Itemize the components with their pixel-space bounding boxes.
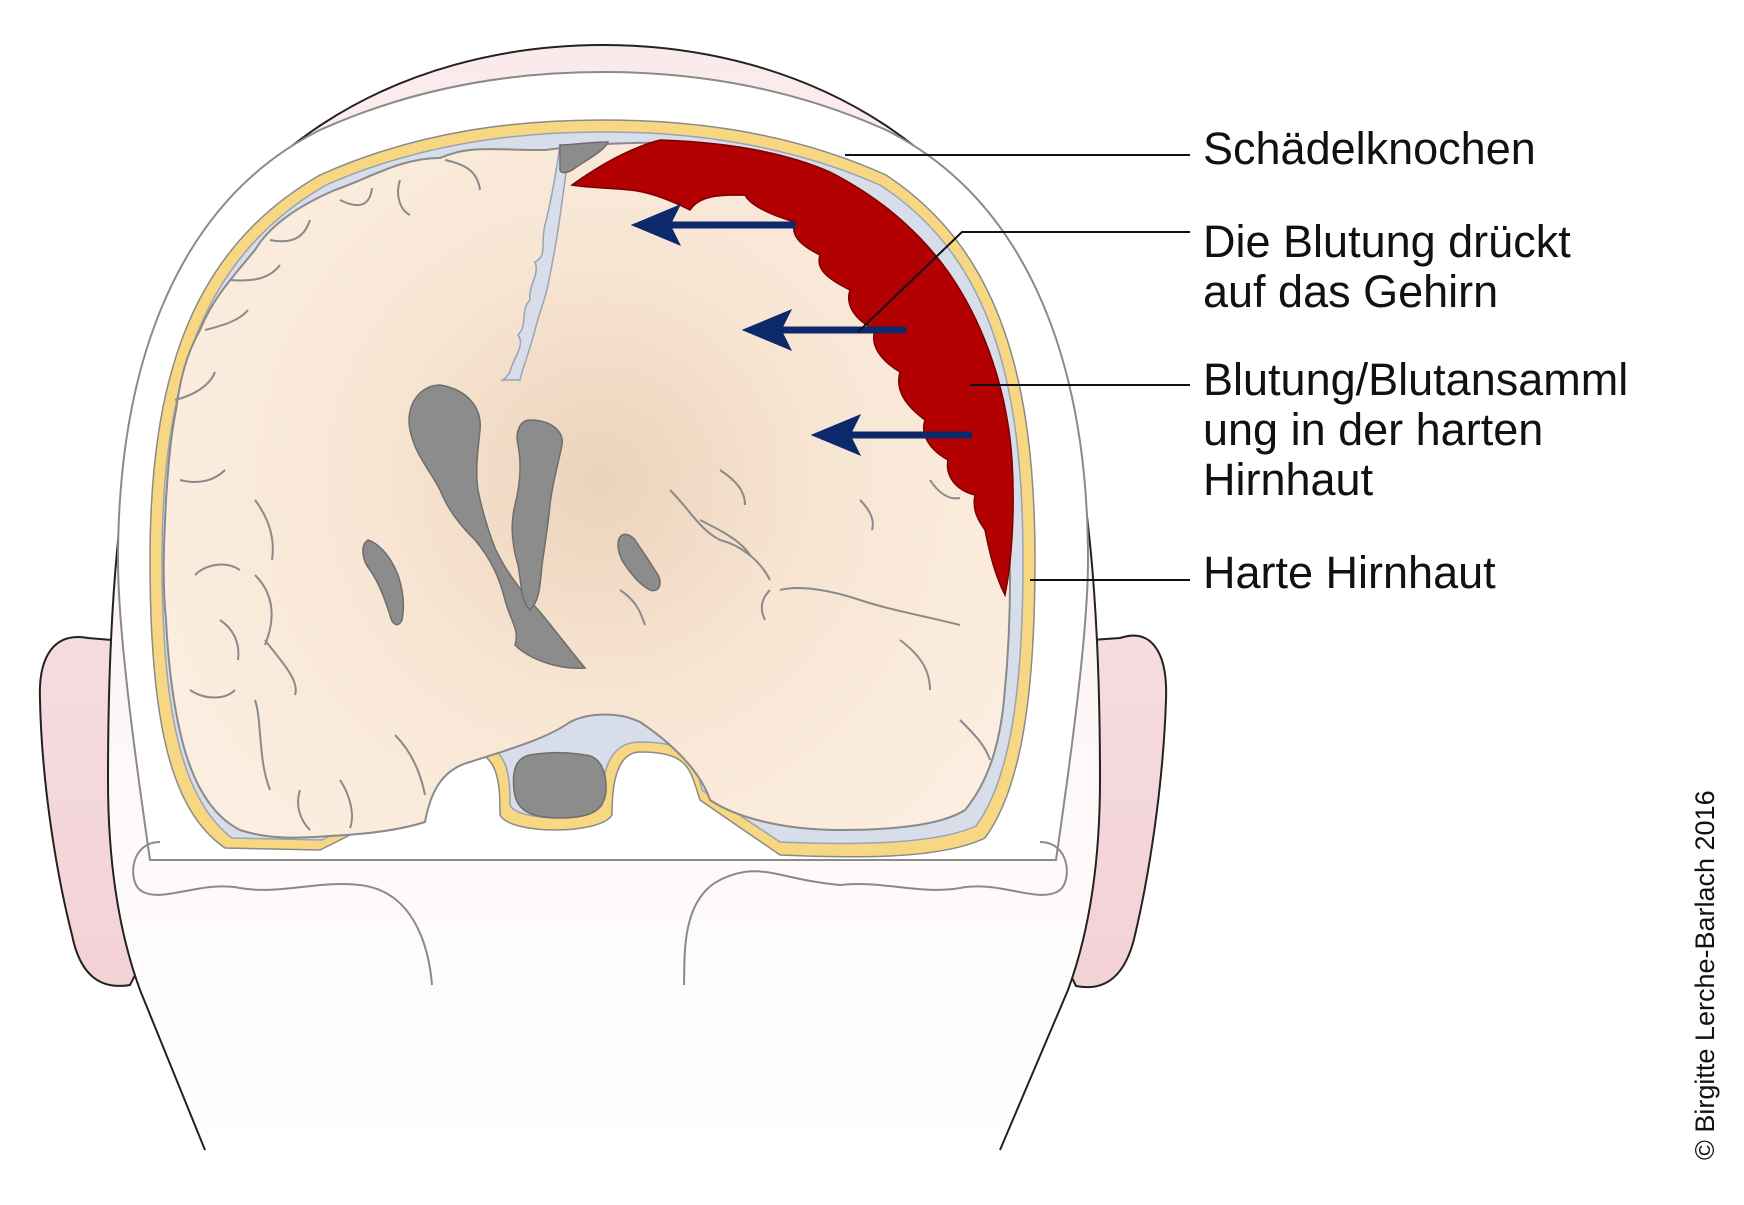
- label-skull-bone: Schädelknochen: [1203, 123, 1536, 174]
- pressure-arrow-middle: [741, 309, 906, 351]
- label-pressure-line-2: auf das Gehirn: [1203, 266, 1499, 317]
- pressure-arrows: [630, 204, 972, 456]
- pressure-arrow-top: [630, 204, 796, 246]
- skull-base-left: [132, 841, 433, 986]
- ventricles: [362, 141, 661, 819]
- label-pressure-line-1: Die Blutung drückt: [1203, 216, 1571, 267]
- leader-lines: [845, 154, 1190, 581]
- label-hematoma-line-1: Blutung/Blutansamml: [1203, 354, 1629, 405]
- temporal-horn-right: [617, 533, 661, 592]
- temporal-horn-left: [362, 539, 405, 626]
- fourth-ventricle: [512, 752, 607, 819]
- left-lateral-ventricle: [408, 384, 587, 669]
- hematoma: [570, 139, 1014, 598]
- right-lateral-ventricle: [511, 419, 563, 612]
- label-hematoma-line-3: Hirnhaut: [1203, 454, 1374, 505]
- label-dura: Harte Hirnhaut: [1203, 547, 1496, 598]
- falx-ventricle-top: [559, 141, 610, 174]
- pressure-arrow-bottom: [810, 414, 972, 456]
- longitudinal-fissure: [500, 143, 571, 382]
- copyright-notice: © Birgitte Lerche-Barlach 2016: [1690, 790, 1720, 1160]
- leader-pressure: [857, 231, 1190, 333]
- skull-base-right: [683, 841, 1068, 986]
- cortex-folds: [174, 159, 991, 831]
- label-hematoma-line-2: ung in der harten: [1203, 404, 1544, 455]
